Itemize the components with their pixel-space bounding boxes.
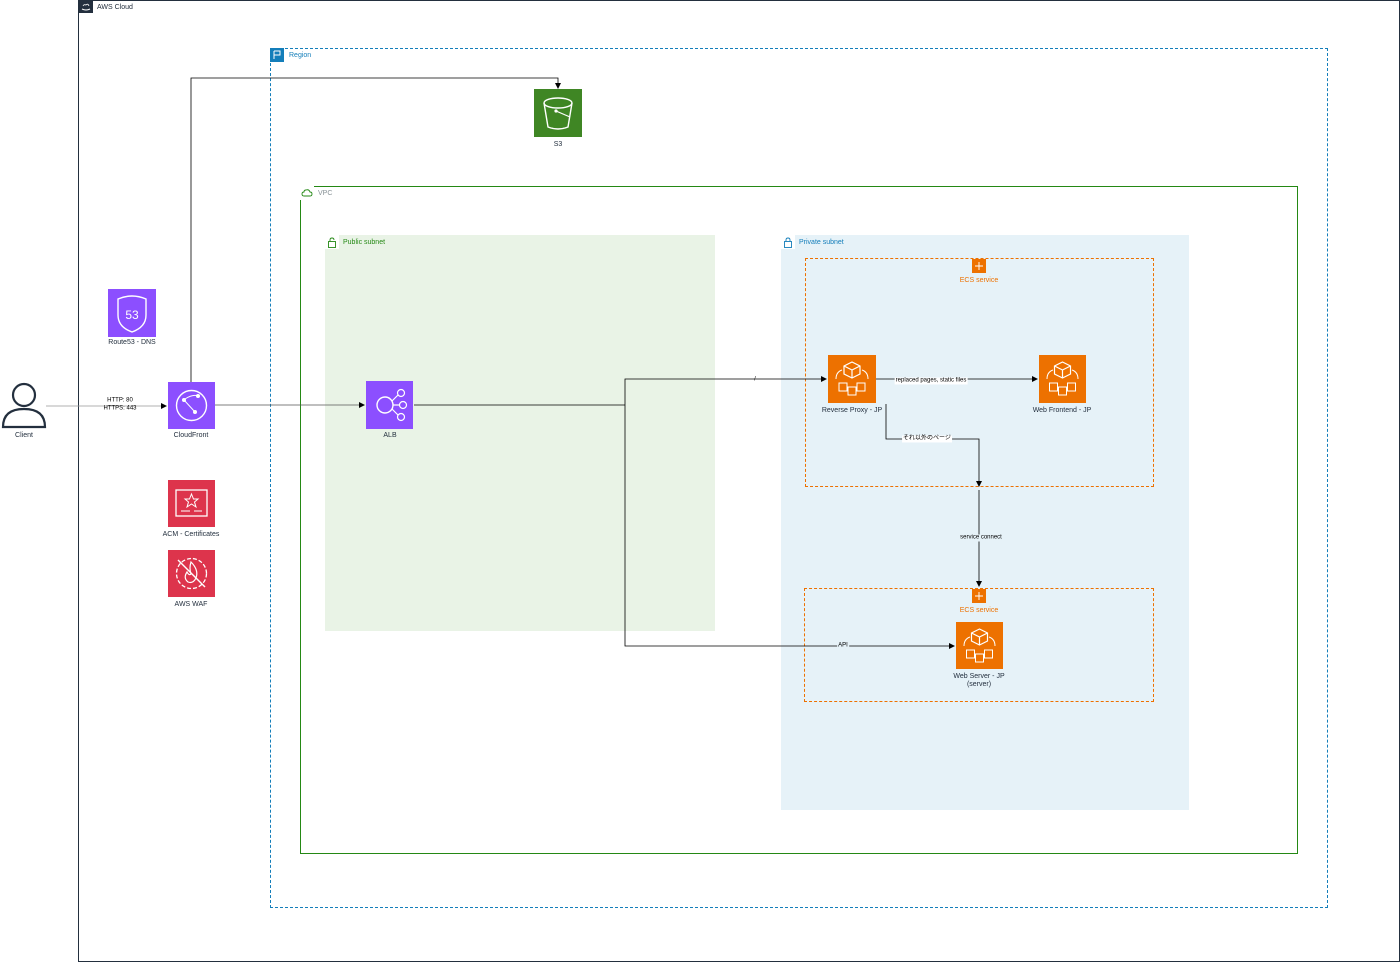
edge-label-replaced: replaced pages, static files bbox=[894, 377, 968, 385]
aws-cloud-label: AWS Cloud bbox=[97, 3, 133, 11]
s3-label: S3 bbox=[553, 141, 563, 148]
waf-label: AWS WAF bbox=[174, 601, 208, 608]
edge-alb-proxy bbox=[624, 376, 827, 405]
region-label: Region bbox=[289, 51, 312, 59]
private-subnet-label: Private subnet bbox=[799, 238, 844, 246]
region-group bbox=[270, 48, 1328, 908]
web-server-label-line1: Web Server - JP bbox=[953, 673, 1005, 680]
acm-certificate-icon[interactable] bbox=[168, 480, 215, 527]
edge-label-other-pages: それ以外のページ bbox=[902, 435, 952, 443]
public-subnet-label: Public subnet bbox=[343, 238, 386, 246]
cloudfront-label: CloudFront bbox=[173, 432, 209, 439]
ecs-service-group-2 bbox=[804, 588, 1154, 702]
cloudfront-icon[interactable] bbox=[168, 382, 215, 429]
private-subnet-lock-icon bbox=[781, 235, 795, 249]
waf-icon[interactable] bbox=[168, 550, 215, 597]
edge-label-service-connect: service connect bbox=[959, 534, 1003, 542]
edge-label-root: / bbox=[754, 376, 756, 383]
route53-icon[interactable]: 53 bbox=[108, 289, 156, 337]
region-flag-icon bbox=[270, 48, 284, 62]
vpc-label: VPC bbox=[318, 189, 333, 197]
edge-label-api: API bbox=[837, 642, 849, 650]
svg-text:53: 53 bbox=[125, 308, 139, 322]
private-subnet-header: Private subnet bbox=[781, 235, 844, 249]
web-frontend-fargate-icon[interactable] bbox=[1039, 355, 1086, 403]
ecs-service-label-1: ECS service bbox=[959, 277, 999, 284]
edge-cloudfront-s3 bbox=[190, 77, 561, 382]
web-server-fargate-icon[interactable] bbox=[956, 622, 1003, 669]
ecs-service-label-2: ECS service bbox=[959, 607, 999, 614]
web-frontend-label: Web Frontend - JP bbox=[1032, 407, 1092, 414]
ecs-service-icon-1 bbox=[972, 259, 986, 273]
web-server-label: Web Server - JP (server) bbox=[953, 673, 1004, 689]
vpc-cloud-icon bbox=[300, 186, 314, 200]
alb-icon[interactable] bbox=[366, 381, 413, 429]
vpc-group bbox=[300, 186, 1298, 854]
ecs-service-icon-2 bbox=[972, 589, 986, 603]
vpc-header: VPC bbox=[300, 186, 332, 200]
public-subnet-header: Public subnet bbox=[325, 235, 385, 249]
public-subnet-lock-icon bbox=[325, 235, 339, 249]
edge-proxy-other bbox=[885, 404, 982, 487]
reverse-proxy-fargate-icon[interactable] bbox=[828, 355, 876, 403]
edge-label-https: HTTPS: 443 bbox=[103, 405, 137, 412]
edge-label-http: HTTP: 80 bbox=[107, 397, 133, 404]
aws-cloud-icon bbox=[79, 1, 93, 13]
aws-cloud-header: AWS Cloud bbox=[79, 1, 133, 13]
client-label: Client bbox=[15, 432, 33, 439]
public-subnet-group bbox=[325, 235, 715, 631]
reverse-proxy-label: Reverse Proxy - JP bbox=[821, 407, 883, 414]
route53-label: Route53 - DNS bbox=[108, 339, 156, 346]
region-header: Region bbox=[270, 48, 311, 62]
alb-label: ALB bbox=[383, 432, 397, 439]
client-user-icon[interactable] bbox=[1, 381, 47, 429]
web-server-label-line2: (server) bbox=[966, 681, 992, 688]
s3-bucket-icon[interactable] bbox=[534, 89, 582, 137]
private-subnet-group bbox=[781, 235, 1189, 810]
acm-label: ACM - Certificates bbox=[162, 531, 220, 538]
